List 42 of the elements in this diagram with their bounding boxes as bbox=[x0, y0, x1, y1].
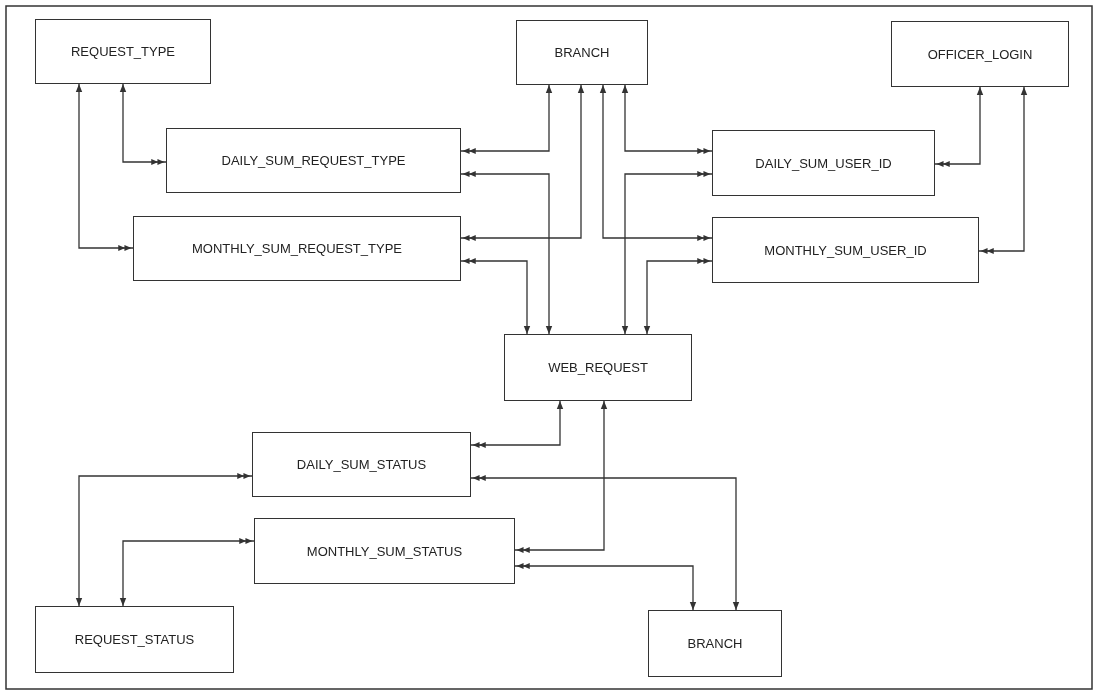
relationship-connector bbox=[470, 400, 564, 449]
relationship-connector bbox=[460, 257, 531, 335]
relationship-connector bbox=[978, 86, 1028, 255]
relationship-connector bbox=[460, 84, 553, 155]
relationship-connector bbox=[514, 400, 608, 554]
entity-box bbox=[252, 432, 471, 497]
relationship-connector bbox=[75, 472, 253, 607]
relationship-connector bbox=[643, 257, 713, 335]
entity-box bbox=[712, 217, 979, 283]
relationship-connector bbox=[75, 83, 134, 252]
entity-box bbox=[254, 518, 515, 584]
entity-name: OFFICER_LOGIN bbox=[927, 46, 1033, 62]
entity-name: MONTHLY_SUM_REQUEST_TYPE bbox=[192, 241, 402, 256]
relationship-connector bbox=[514, 562, 697, 611]
entity-name: REQUEST_TYPE bbox=[71, 44, 175, 59]
entity-box bbox=[166, 128, 461, 193]
entity-name: WEB_REQUEST bbox=[548, 360, 648, 375]
relationship-connector bbox=[470, 474, 740, 611]
entity-name: BRANCH bbox=[554, 45, 610, 60]
entity-name: DAILY_SUM_STATUS bbox=[296, 457, 427, 472]
entity-name: MONTHLY_SUM_STATUS bbox=[306, 543, 463, 559]
entity-box bbox=[133, 216, 461, 281]
entity-name: REQUEST_STATUS bbox=[74, 632, 195, 647]
entity-name: DAILY_SUM_REQUEST_TYPE bbox=[221, 153, 406, 168]
entity-box bbox=[504, 334, 692, 401]
entity-box bbox=[648, 610, 782, 677]
entity-name: BRANCH bbox=[687, 636, 743, 651]
entity-name: MONTHLY_SUM_USER_ID bbox=[764, 242, 927, 258]
entity-box bbox=[516, 20, 648, 85]
entity-name: DAILY_SUM_USER_ID bbox=[755, 155, 892, 171]
relationship-connector bbox=[599, 84, 713, 242]
relationship-connector bbox=[119, 537, 255, 607]
entity-box bbox=[712, 130, 935, 196]
relationship-connector bbox=[934, 86, 984, 168]
relationship-connector bbox=[460, 84, 585, 242]
relationship-connector bbox=[460, 170, 553, 335]
relationship-connector bbox=[621, 84, 713, 155]
relationship-connector bbox=[621, 170, 713, 335]
entity-box bbox=[35, 19, 211, 84]
entity-box bbox=[35, 606, 234, 673]
relationship-connector bbox=[119, 83, 167, 166]
entity-box bbox=[891, 21, 1069, 87]
